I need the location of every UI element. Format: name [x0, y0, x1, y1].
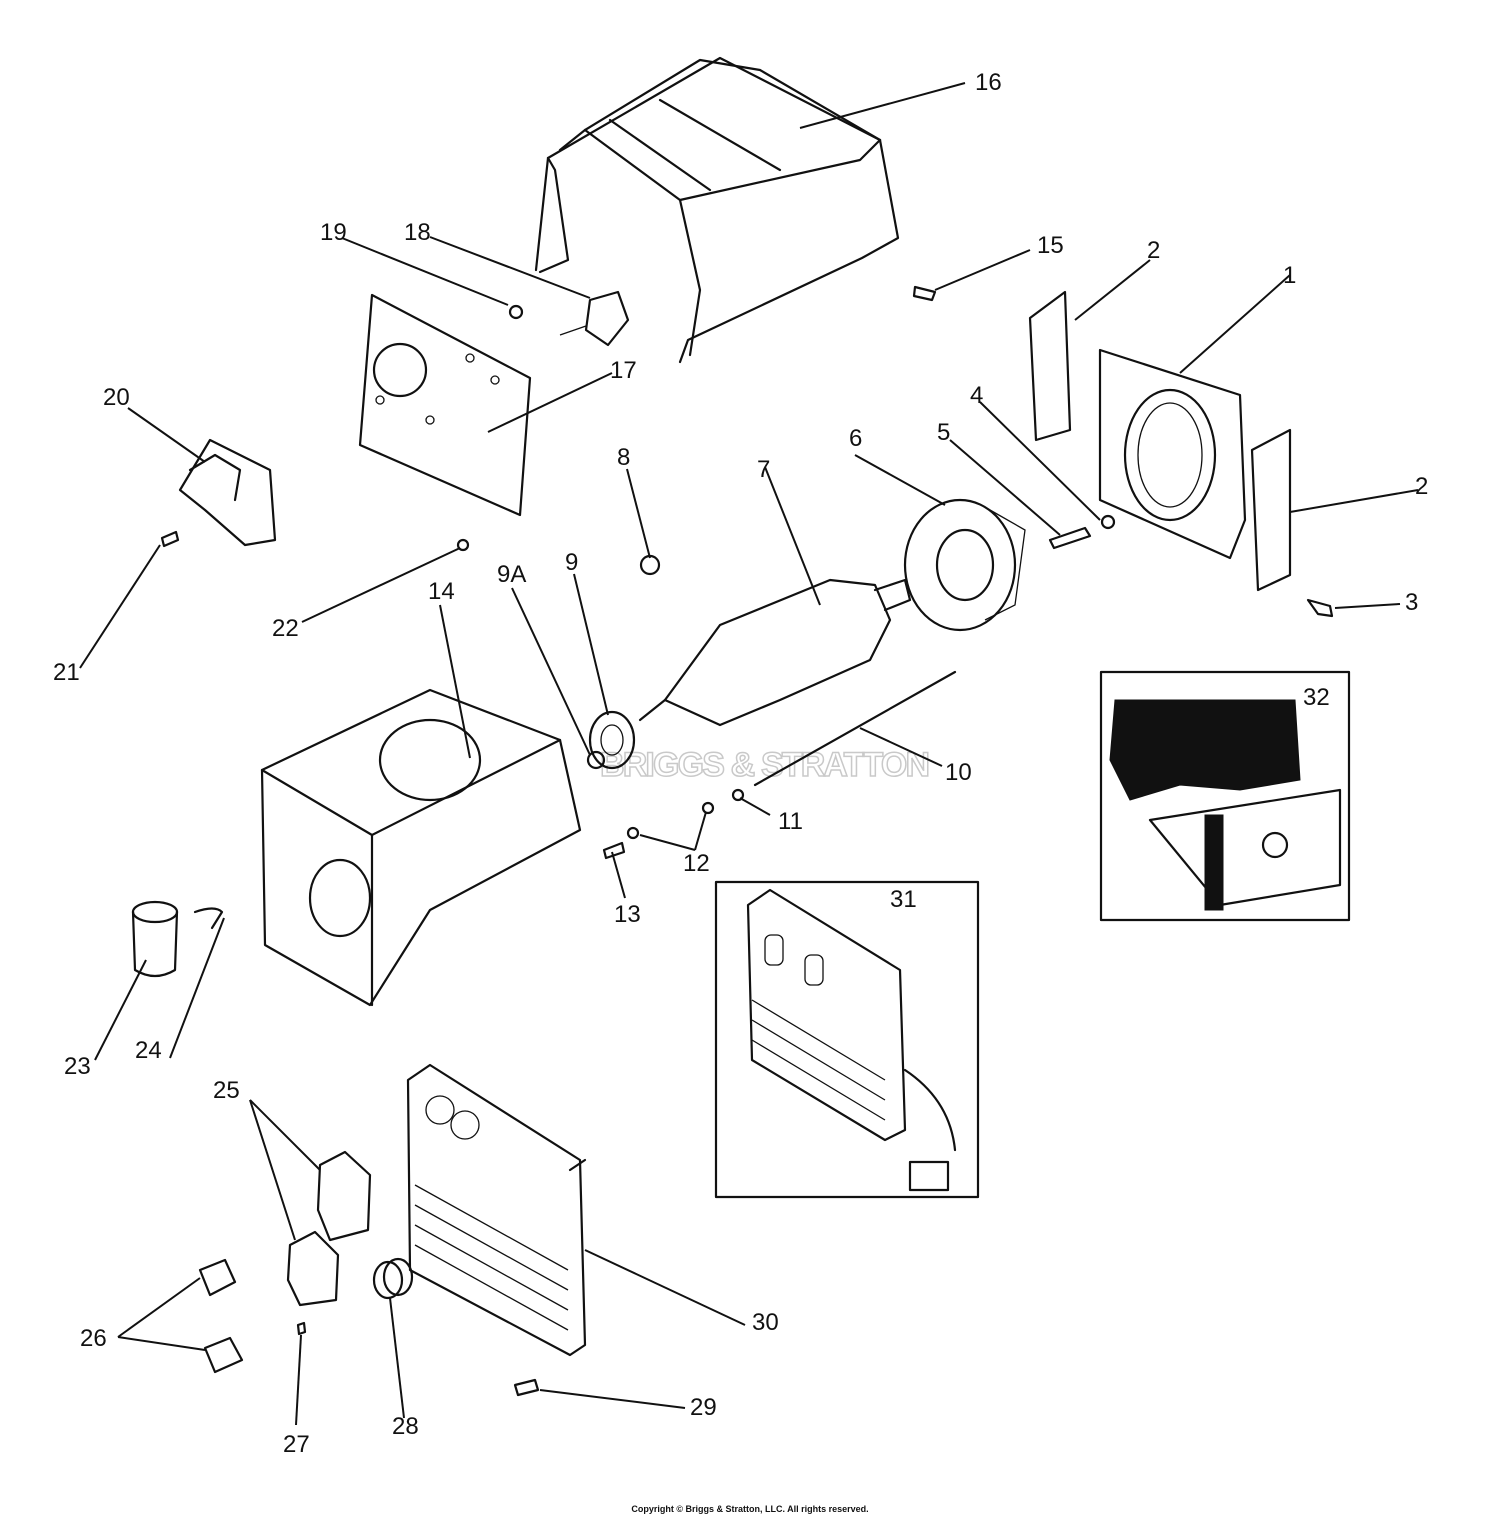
callout-20: 20 [103, 384, 130, 411]
rotor [638, 578, 912, 727]
callout-28: 28 [392, 1413, 419, 1440]
toggle-switch [198, 1258, 244, 1374]
callout-9a: 9A [497, 561, 526, 588]
screw [296, 1321, 307, 1336]
clamp [639, 554, 661, 576]
callout-10: 10 [945, 759, 972, 786]
capacitor [131, 900, 179, 978]
callout-4: 4 [970, 382, 983, 409]
screw [160, 530, 180, 548]
callout-5: 5 [937, 419, 950, 446]
washer [731, 788, 745, 802]
copyright-notice: Copyright © Briggs & Stratton, LLC. All … [631, 1504, 869, 1514]
bearing [588, 710, 636, 770]
stator-frame [260, 688, 582, 1007]
callout-3: 3 [1405, 589, 1418, 616]
callout-24: 24 [135, 1037, 162, 1064]
callout-labels: 16 19 18 15 2 1 20 17 4 5 6 8 7 2 9A 9 1… [53, 69, 1428, 1458]
capacitor-clip [193, 907, 224, 930]
inset-engine-assembly [1099, 670, 1351, 922]
retaining-ring [586, 750, 606, 770]
inset-panel-assembly [714, 880, 980, 1199]
front-panel [406, 1063, 587, 1357]
screw [513, 1378, 540, 1397]
callout-18: 18 [404, 219, 431, 246]
callout-25: 25 [213, 1077, 240, 1104]
nut [701, 801, 715, 815]
receptacle [178, 438, 277, 547]
callout-12: 12 [683, 850, 710, 877]
callout-27: 27 [283, 1431, 310, 1458]
callout-2-right: 2 [1415, 473, 1428, 500]
control-panel-plate [358, 293, 532, 517]
top-cover [534, 56, 900, 364]
nut [626, 826, 640, 840]
callout-19: 19 [320, 219, 347, 246]
end-housing [1098, 348, 1247, 560]
cooling-fan [903, 498, 1026, 632]
screw [602, 841, 626, 860]
callout-8: 8 [617, 444, 630, 471]
callout-21: 21 [53, 659, 80, 686]
callout-22: 22 [272, 615, 299, 642]
callout-6: 6 [849, 425, 862, 452]
callout-9: 9 [565, 549, 578, 576]
decal-plate [1028, 290, 1072, 442]
screw [912, 285, 937, 302]
callout-2-top: 2 [1147, 237, 1160, 264]
receptacle [286, 1150, 372, 1307]
callout-30: 30 [752, 1309, 779, 1336]
callout-29: 29 [690, 1394, 717, 1421]
through-bolt [753, 670, 957, 787]
washer [1100, 514, 1116, 530]
screw [456, 538, 470, 552]
callout-14: 14 [428, 578, 455, 605]
callout-31: 31 [890, 886, 917, 913]
leader-lines [79, 82, 1419, 1426]
callout-26: 26 [80, 1325, 107, 1352]
callout-15: 15 [1037, 232, 1064, 259]
bolt [1048, 526, 1092, 550]
callout-13: 13 [614, 901, 641, 928]
callout-1: 1 [1283, 262, 1296, 289]
decal-plate [1250, 428, 1292, 592]
screw [1306, 598, 1334, 618]
callout-17: 17 [610, 357, 637, 384]
knob [372, 1257, 414, 1300]
callout-32: 32 [1303, 684, 1330, 711]
hex-nut [508, 304, 524, 320]
callout-11: 11 [778, 808, 803, 835]
circuit-breaker-switch [559, 290, 630, 347]
callout-16: 16 [975, 69, 1002, 96]
callout-7: 7 [757, 456, 770, 483]
callout-23: 23 [64, 1053, 91, 1080]
